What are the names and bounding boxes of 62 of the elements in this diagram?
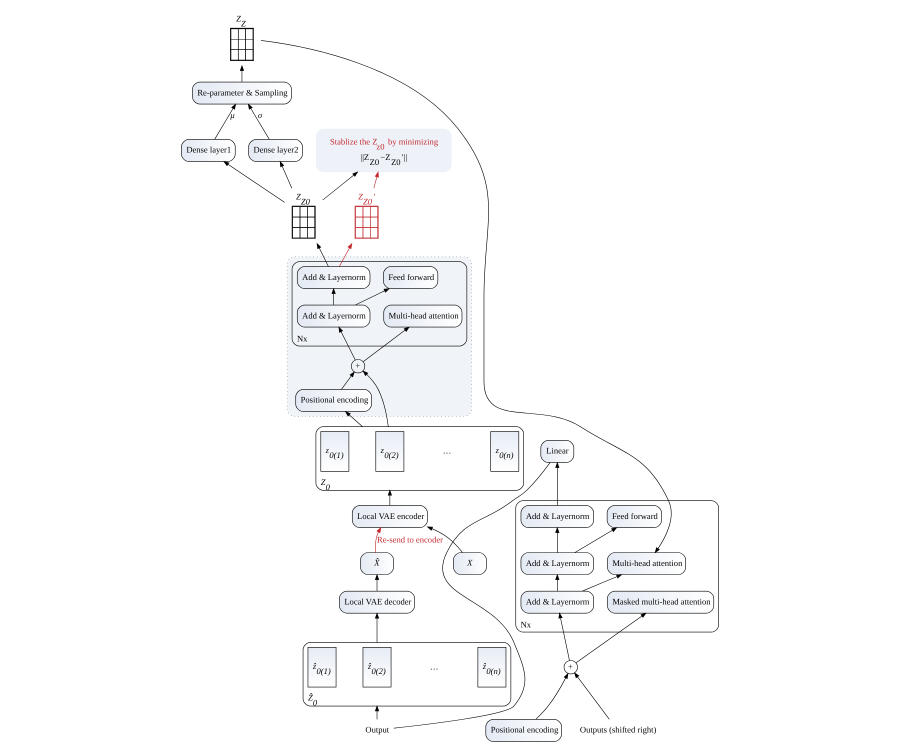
arrow — [426, 526, 462, 553]
node-box: Masked multi-head attention — [606, 590, 714, 614]
node-box: Add & Layernorm — [296, 304, 370, 328]
arrow — [354, 288, 390, 306]
arrow — [344, 410, 362, 428]
arrow — [222, 161, 284, 203]
arrow — [340, 371, 354, 390]
arrow — [558, 612, 570, 661]
node-text: Output — [364, 724, 389, 735]
edge-label: σ — [257, 110, 262, 120]
node-box: Local VAE encoder — [351, 505, 428, 528]
arrow — [374, 705, 379, 720]
arrow — [534, 672, 568, 720]
arrow — [374, 574, 379, 592]
arrow — [574, 672, 610, 720]
node-box: Add & Layernorm — [520, 505, 594, 528]
arrow — [374, 526, 381, 553]
label: … — [442, 446, 451, 456]
edge-label: μ — [230, 110, 234, 120]
node-box: Add & Layernorm — [296, 266, 370, 289]
label: … — [429, 661, 438, 672]
node-box: X̂ — [360, 552, 394, 575]
node-text: Outputs (shifted right) — [579, 724, 656, 735]
arrow — [554, 526, 559, 553]
arrow — [330, 288, 336, 306]
node-box: Linear — [540, 440, 574, 463]
node-box: Dense layer1 — [180, 139, 236, 162]
node-box: Add & Layernorm — [520, 590, 594, 614]
arrow — [374, 612, 379, 643]
node-box: Multi-head attention — [606, 552, 686, 575]
arrow — [554, 574, 559, 592]
node-box: Local VAE decoder — [338, 590, 414, 614]
node-box: X — [452, 552, 486, 575]
node-box: Add & Layernorm — [520, 552, 594, 575]
arrow — [554, 462, 559, 506]
arrow — [362, 326, 410, 362]
node-box: Positional encoding — [485, 719, 562, 742]
node-box: Re-parameter & Sampling — [192, 82, 292, 104]
arrow — [582, 574, 622, 592]
arrow — [247, 103, 270, 140]
arrow — [575, 612, 646, 664]
arrow — [322, 171, 358, 200]
node-box: Positional encoding — [294, 389, 372, 412]
arrow — [338, 242, 352, 267]
connector — [392, 462, 550, 728]
node-box: Feed forward — [382, 266, 438, 289]
arrow — [239, 64, 244, 82]
node-box: Feed forward — [606, 505, 662, 528]
node-box: Dense layer2 — [248, 139, 302, 162]
node-circle: + — [350, 359, 365, 374]
arrow — [373, 171, 378, 189]
arrow — [574, 527, 617, 553]
arrow — [260, 40, 672, 554]
arrow — [387, 489, 392, 506]
node-box: Multi-head attention — [382, 304, 462, 328]
edge-label: Re-send to encoder — [376, 534, 443, 544]
arrow — [338, 326, 356, 360]
arrow — [362, 370, 388, 428]
node-circle: + — [563, 660, 578, 674]
arrow — [316, 242, 328, 267]
arrow — [279, 160, 292, 189]
arrow — [214, 103, 236, 140]
